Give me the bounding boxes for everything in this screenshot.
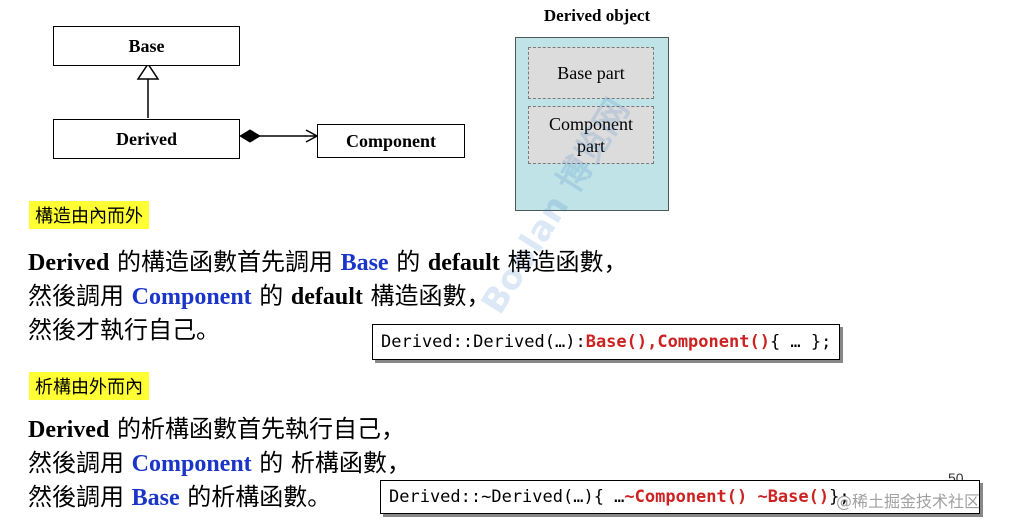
construct-l1-derived: Derived (28, 250, 110, 276)
construct-l2-of: 的 (251, 282, 291, 310)
construct-code-box: Derived::Derived(…): Base(),Component() … (372, 324, 841, 360)
construct-l2-then: 然後調用 (28, 282, 132, 310)
construct-l2-component: Component (131, 284, 252, 310)
component-class-label: Component (345, 130, 436, 151)
destruct-code-suffix: }; (829, 487, 850, 507)
uml-connectors (136, 62, 319, 143)
derived-class-label: Derived (116, 128, 177, 149)
destruct-code-dtor-calls: ~Component() ~Base() (624, 487, 830, 507)
base-class-label: Base (128, 35, 165, 56)
inheritance-arrowhead (136, 62, 160, 80)
destruct-l2-then: 然後調用 (28, 449, 132, 477)
destruct-l3-base: Base (131, 485, 180, 511)
destruct-tag: 析構由外而內 (29, 372, 149, 400)
construct-line-2: 然後調用 Component 的 default 構造函數， (28, 279, 491, 314)
base-class-box: Base (53, 26, 240, 66)
component-part-label-2: part (577, 136, 605, 156)
construct-code-prefix: Derived::Derived(…): (381, 332, 586, 352)
destruct-code-box: Derived::~Derived(…){ … ~Component() ~Ba… (380, 480, 980, 514)
destruct-l1-text: 的析構函數首先執行自己， (109, 415, 405, 443)
construct-tag: 構造由內而外 (29, 201, 149, 229)
construct-l1-of: 的 (388, 248, 428, 276)
component-class-box: Component (317, 124, 465, 158)
construct-code-init-list: Base(),Component() (585, 332, 770, 352)
construct-l2-ctor: 構造函數， (362, 282, 491, 310)
watermark-text: @稀土掘金技术社区 (836, 492, 981, 511)
destruct-line-1: Derived 的析構函數首先執行自己， (28, 412, 405, 447)
derived-object-title: Derived object (543, 6, 651, 25)
destruct-line-3: 然後調用 Base 的析構函數。 (28, 480, 331, 515)
base-part-label: Base part (557, 63, 625, 83)
construct-l1-text: 的構造函數首先調用 (109, 248, 341, 276)
component-part-label-1: Component (549, 114, 633, 134)
construct-l1-base: Base (340, 250, 389, 276)
destruct-l1-derived: Derived (28, 417, 110, 443)
derived-class-box: Derived (53, 119, 240, 159)
destruct-l3-dtor: 的析構函數。 (179, 483, 332, 511)
construct-code-suffix: { … }; (769, 332, 832, 352)
derived-object-box: Base part Component part (515, 37, 669, 211)
composition-diamond (239, 129, 261, 143)
destruct-l2-component: Component (131, 451, 252, 477)
uml-diagram: Base Derived Component (40, 16, 480, 176)
construct-l2-default: default (290, 284, 363, 310)
component-part-box: Component part (528, 106, 654, 164)
destruct-l2-dtor: 的 析構函數， (251, 449, 411, 477)
destruct-line-2: 然後調用 Component 的 析構函數， (28, 446, 411, 481)
destruct-code-prefix: Derived::~Derived(…){ … (389, 487, 625, 507)
construct-line-3: 然後才執行自己。 (28, 316, 220, 344)
construct-line-1: Derived 的構造函數首先調用 Base 的 default 構造函數， (28, 245, 627, 280)
destruct-l3-then: 然後調用 (28, 483, 132, 511)
construct-l1-default: default (427, 250, 500, 276)
base-part-box: Base part (528, 47, 654, 99)
construct-l1-ctor: 構造函數， (499, 248, 628, 276)
